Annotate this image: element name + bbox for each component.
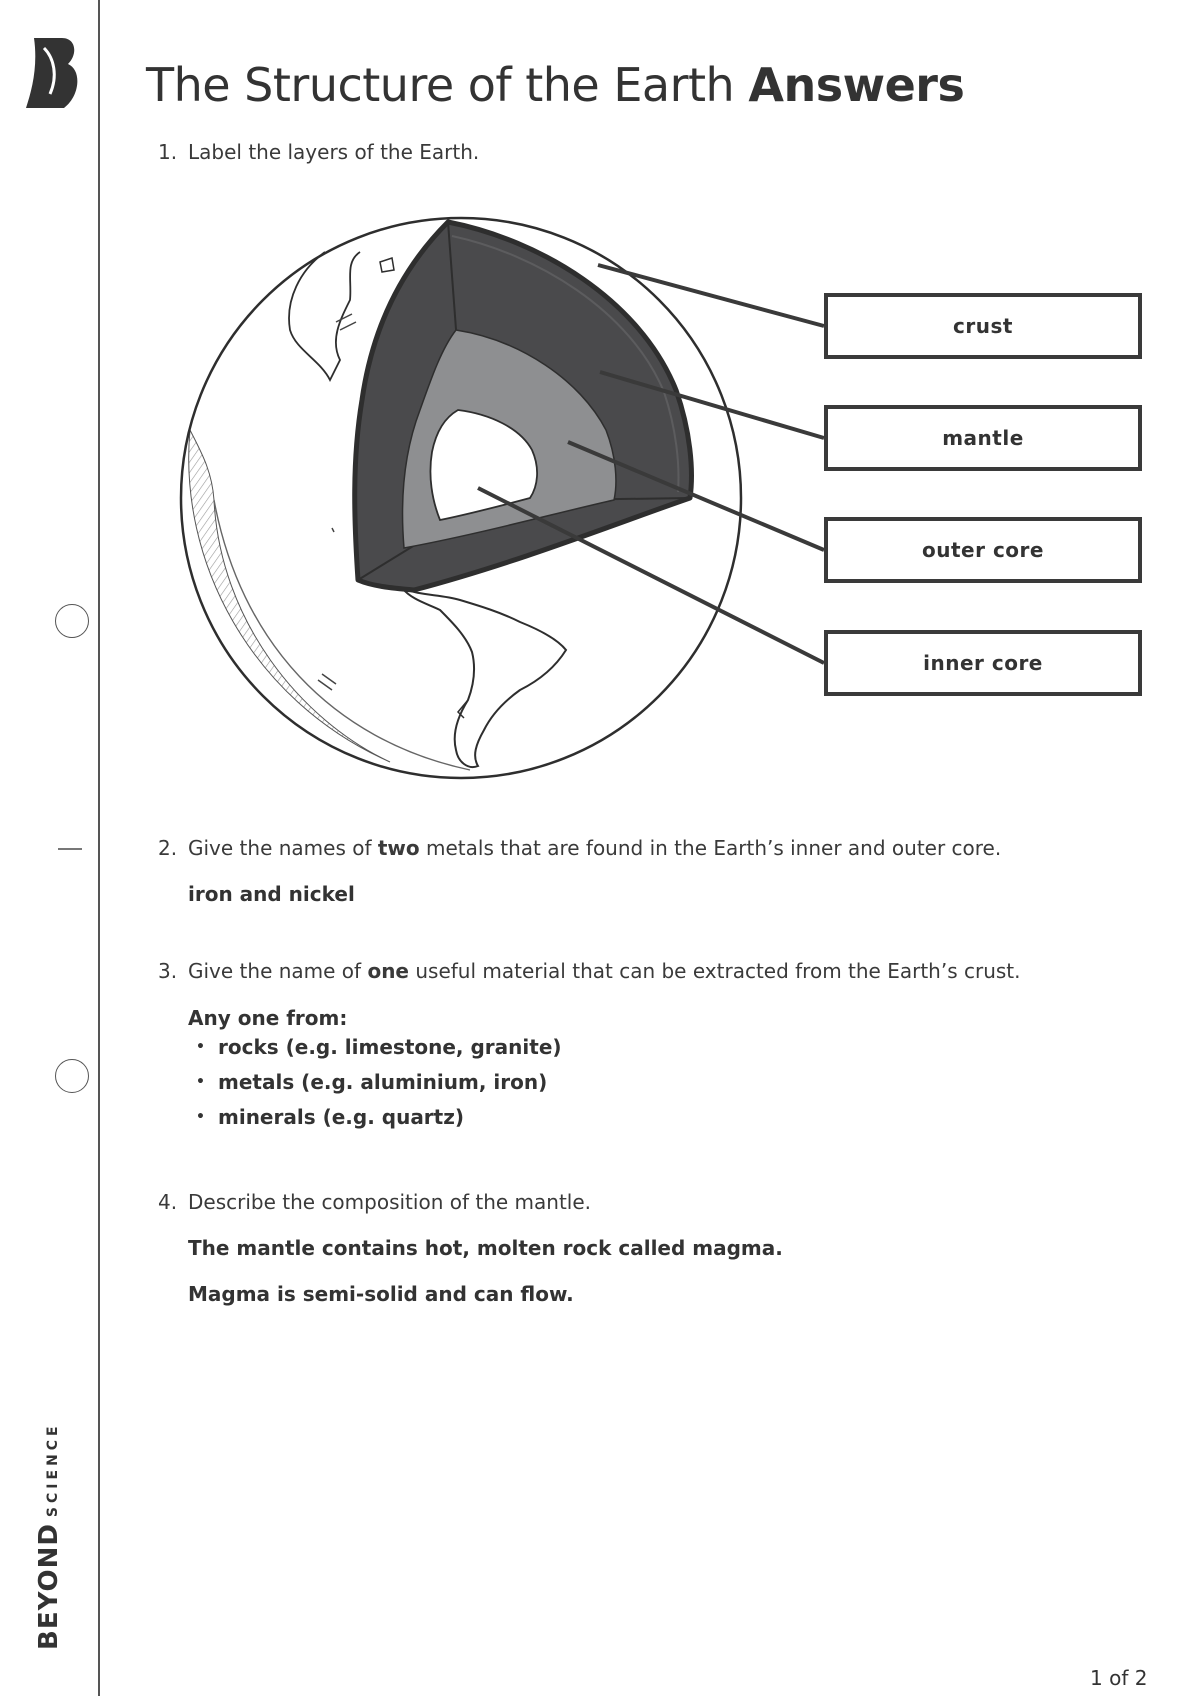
question-1-number: 1. <box>158 140 178 164</box>
answer-3-intro: Any one from: <box>188 1006 348 1030</box>
answer-3-list: • rocks (e.g. limestone, granite) • metals… <box>196 1030 562 1135</box>
label-outer-core: outer core <box>824 517 1142 583</box>
label-mantle-text: mantle <box>942 426 1024 450</box>
leader-crust <box>597 263 825 328</box>
question-2-text-bold: two <box>377 836 420 860</box>
question-2-text-pre: Give the names of <box>188 836 378 860</box>
question-4-number: 4. <box>158 1190 178 1214</box>
title-bold: Answers <box>748 58 965 112</box>
leader-mantle <box>599 370 825 440</box>
label-inner-core: inner core <box>824 630 1142 696</box>
punch-hole-top <box>55 604 89 638</box>
bullet-icon: • <box>196 1074 205 1090</box>
brand-name: BEYOND <box>34 1523 64 1650</box>
leader-outer-core <box>567 440 825 552</box>
page-title: The Structure of the Earth Answers <box>146 58 965 112</box>
page-number: 1 of 2 <box>1090 1666 1148 1690</box>
bullet-icon: • <box>196 1039 205 1055</box>
question-3: 3. Give the name of one useful material t… <box>158 959 1021 983</box>
list-item-text: metals (e.g. aluminium, iron) <box>218 1070 548 1094</box>
list-item: • minerals (e.g. quartz) <box>196 1100 562 1135</box>
question-2: 2. Give the names of two metals that are … <box>158 836 1001 860</box>
label-crust: crust <box>824 293 1142 359</box>
bullet-icon: • <box>196 1109 205 1125</box>
label-crust-text: crust <box>953 314 1013 338</box>
question-3-text-post: useful material that can be extracted fr… <box>409 959 1021 983</box>
question-3-text-pre: Give the name of <box>188 959 368 983</box>
label-outer-core-text: outer core <box>922 538 1044 562</box>
list-item: • metals (e.g. aluminium, iron) <box>196 1065 562 1100</box>
list-item-text: rocks (e.g. limestone, granite) <box>218 1035 562 1059</box>
punch-center-mark <box>58 848 82 850</box>
question-4-text: Describe the composition of the mantle. <box>188 1190 592 1214</box>
inner-core-region <box>429 409 538 522</box>
question-4: 4. Describe the composition of the mantle… <box>158 1190 591 1214</box>
list-item-text: minerals (e.g. quartz) <box>218 1105 465 1129</box>
answer-4-line-2: Magma is semi-solid and can flow. <box>188 1282 574 1306</box>
label-inner-core-text: inner core <box>923 651 1043 675</box>
label-mantle: mantle <box>824 405 1142 471</box>
brand-wordmark: BEYOND SCIENCE <box>34 1422 64 1650</box>
answer-4-line-1: The mantle contains hot, molten rock cal… <box>188 1236 783 1260</box>
question-3-number: 3. <box>158 959 178 983</box>
beyond-logo-icon <box>26 38 78 108</box>
question-2-number: 2. <box>158 836 178 860</box>
question-2-text-post: metals that are found in the Earth’s inn… <box>419 836 1002 860</box>
punch-hole-bottom <box>55 1059 89 1093</box>
answer-2: iron and nickel <box>188 882 355 906</box>
question-1-text: Label the layers of the Earth. <box>188 140 480 164</box>
question-1: 1. Label the layers of the Earth. <box>158 140 479 164</box>
margin-line <box>98 0 100 1696</box>
list-item: • rocks (e.g. limestone, granite) <box>196 1030 562 1065</box>
question-3-text-bold: one <box>367 959 409 983</box>
leader-lines <box>477 263 825 665</box>
title-main: The Structure of the Earth <box>146 58 735 112</box>
brand-sub: SCIENCE <box>45 1422 61 1518</box>
cutaway-section <box>352 219 694 593</box>
leader-inner-core <box>477 486 825 665</box>
earth-layers-diagram <box>179 216 825 780</box>
